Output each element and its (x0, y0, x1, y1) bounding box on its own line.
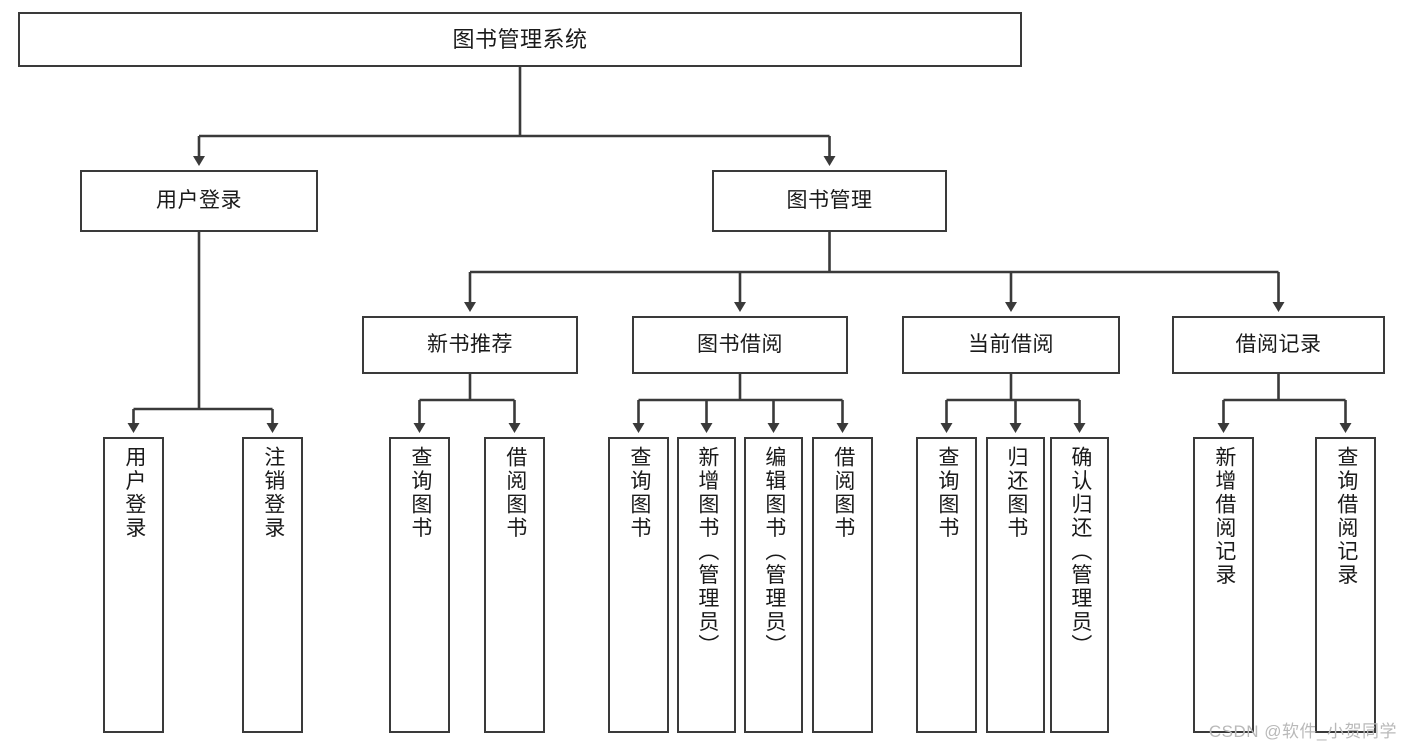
node-label: 用户登录 (122, 446, 146, 540)
node-label: 确认归还（管理员） (1068, 446, 1092, 658)
node-label: 图书借阅 (697, 332, 783, 356)
node-current-2[interactable]: 归还图书 (986, 437, 1045, 733)
node-label: 查询图书 (627, 446, 651, 540)
node-label: 图书管理系统 (452, 26, 588, 52)
node-label: 借阅图书 (831, 446, 855, 540)
node-label: 注销登录 (261, 446, 285, 540)
node-label: 新增借阅记录 (1212, 446, 1236, 587)
node-label: 新增图书（管理员） (695, 446, 719, 658)
node-label: 借阅图书 (503, 446, 527, 540)
node-newbook-2[interactable]: 借阅图书 (484, 437, 545, 733)
node-records-1[interactable]: 新增借阅记录 (1193, 437, 1254, 733)
node-label: 归还图书 (1004, 446, 1028, 540)
node-label: 当前借阅 (968, 332, 1054, 356)
node-records-2[interactable]: 查询借阅记录 (1315, 437, 1376, 733)
watermark-text: CSDN @软件_小贺同学 (1208, 722, 1397, 741)
node-current-3[interactable]: 确认归还（管理员） (1050, 437, 1109, 733)
node-login[interactable]: 用户登录 (80, 170, 318, 232)
node-bookmgmt[interactable]: 图书管理 (712, 170, 947, 232)
node-current[interactable]: 当前借阅 (902, 316, 1120, 374)
node-borrow-1[interactable]: 查询图书 (608, 437, 669, 733)
node-label: 新书推荐 (427, 332, 513, 356)
node-label: 查询图书 (408, 446, 432, 540)
node-label: 图书管理 (786, 188, 873, 212)
node-borrow[interactable]: 图书借阅 (632, 316, 848, 374)
node-label: 借阅记录 (1235, 332, 1322, 356)
node-root[interactable]: 图书管理系统 (18, 12, 1022, 67)
node-label: 编辑图书（管理员） (762, 446, 786, 658)
node-borrow-4[interactable]: 借阅图书 (812, 437, 873, 733)
node-newbook-1[interactable]: 查询图书 (389, 437, 450, 733)
node-login-1[interactable]: 用户登录 (103, 437, 164, 733)
node-login-2[interactable]: 注销登录 (242, 437, 303, 733)
node-label: 查询图书 (935, 446, 959, 540)
node-records[interactable]: 借阅记录 (1172, 316, 1385, 374)
node-current-1[interactable]: 查询图书 (916, 437, 977, 733)
node-borrow-2[interactable]: 新增图书（管理员） (677, 437, 736, 733)
node-newbook[interactable]: 新书推荐 (362, 316, 578, 374)
node-borrow-3[interactable]: 编辑图书（管理员） (744, 437, 803, 733)
node-label: 用户登录 (156, 188, 242, 212)
node-label: 查询借阅记录 (1334, 446, 1358, 587)
